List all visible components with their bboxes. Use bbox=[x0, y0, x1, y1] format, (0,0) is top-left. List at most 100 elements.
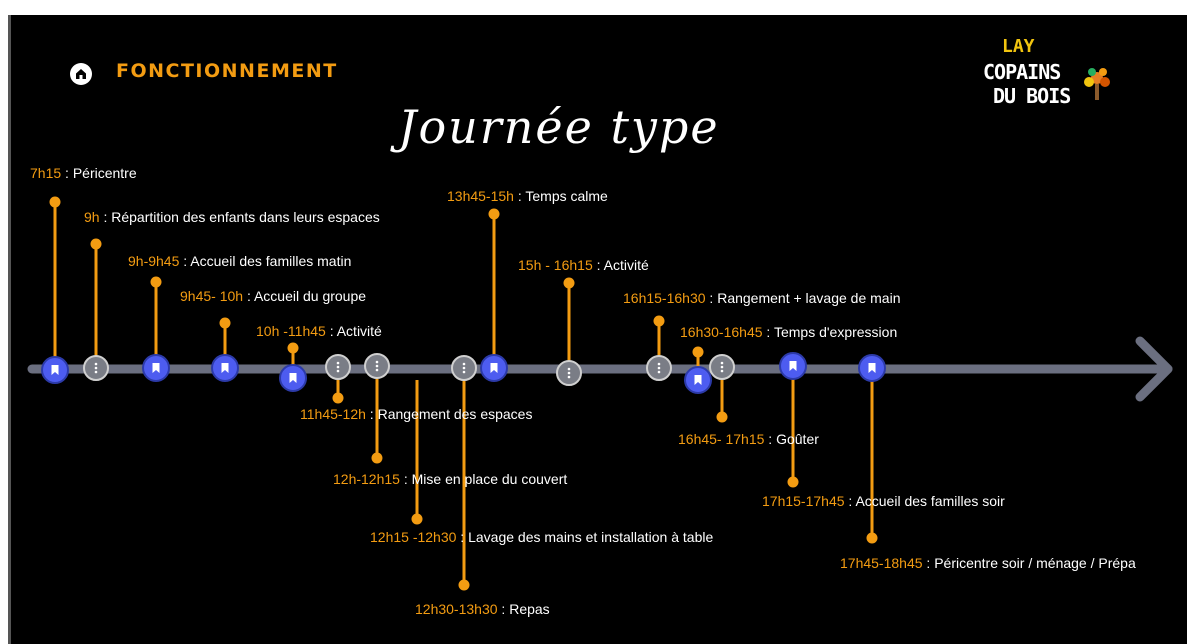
more-vertical-icon bbox=[462, 366, 466, 370]
event-label-11: 16h15-16h30 : Rangement + lavage de main bbox=[623, 289, 901, 307]
event-separator: : bbox=[399, 471, 412, 487]
event-dot-12 bbox=[692, 346, 704, 358]
event-time: 16h15-16h30 bbox=[623, 290, 706, 306]
event-dot-8 bbox=[458, 579, 470, 591]
more-vertical-icon bbox=[336, 369, 340, 373]
bookmark-icon bbox=[490, 363, 498, 373]
event-dot-6 bbox=[371, 452, 383, 464]
more-vertical-icon bbox=[336, 361, 340, 365]
event-dot-13 bbox=[716, 411, 728, 423]
logo-line2: COPAINS bbox=[983, 60, 1061, 84]
event-time: 16h30-16h45 bbox=[680, 324, 763, 340]
event-label-14: 17h15-17h45 : Accueil des familles soir bbox=[762, 492, 1005, 510]
event-dot-3 bbox=[219, 317, 231, 329]
event-text: Activité bbox=[603, 257, 649, 273]
event-dot-4 bbox=[287, 342, 299, 354]
more-vertical-icon bbox=[375, 360, 379, 364]
event-text: Rangement + lavage de main bbox=[717, 290, 901, 306]
more-vertical-icon bbox=[657, 366, 661, 370]
bookmark-icon bbox=[152, 363, 160, 373]
event-dot-0 bbox=[49, 196, 61, 208]
more-vertical-icon bbox=[567, 367, 571, 371]
logo-line1: LAY bbox=[1002, 36, 1035, 57]
event-separator: : bbox=[513, 188, 526, 204]
event-separator: : bbox=[844, 493, 856, 509]
event-time: 17h45-18h45 bbox=[840, 555, 923, 571]
event-label-10: 15h - 16h15 : Activité bbox=[518, 256, 649, 274]
event-separator: : bbox=[456, 529, 469, 545]
more-vertical-icon bbox=[94, 362, 98, 366]
event-label-2: 9h-9h45 : Accueil des familles matin bbox=[128, 252, 351, 270]
event-label-9: 13h45-15h : Temps calme bbox=[447, 187, 608, 205]
event-label-7: 12h15 -12h30 : Lavage des mains et insta… bbox=[370, 528, 713, 546]
slide-background bbox=[8, 15, 1187, 644]
bookmark-icon bbox=[694, 375, 702, 385]
home-icon[interactable] bbox=[70, 63, 92, 85]
event-text: Accueil des familles matin bbox=[190, 253, 352, 269]
event-dot-1 bbox=[90, 238, 102, 250]
page-title: Journée type bbox=[398, 100, 720, 154]
event-separator: : bbox=[179, 253, 191, 269]
event-dot-14 bbox=[787, 476, 799, 488]
more-vertical-icon bbox=[720, 361, 724, 365]
event-separator: : bbox=[497, 601, 510, 617]
event-text: Accueil du groupe bbox=[253, 288, 367, 304]
event-separator: : bbox=[922, 555, 935, 571]
more-vertical-icon bbox=[336, 365, 340, 369]
event-label-0: 7h15 : Péricentre bbox=[30, 164, 137, 182]
event-text: Lavage des mains et installation à table bbox=[468, 529, 714, 545]
bookmark-icon bbox=[51, 365, 59, 375]
more-vertical-icon bbox=[657, 362, 661, 366]
event-text: Goûter bbox=[776, 431, 819, 447]
event-label-3: 9h45- 10h : Accueil du groupe bbox=[180, 287, 366, 305]
bookmark-icon bbox=[289, 373, 297, 383]
event-time: 15h - 16h15 bbox=[518, 257, 593, 273]
event-time: 9h-9h45 bbox=[128, 253, 180, 269]
event-separator: : bbox=[243, 288, 254, 304]
event-separator: : bbox=[61, 165, 73, 181]
event-text: Péricentre soir / ménage / Prépa bbox=[934, 555, 1136, 571]
event-separator: : bbox=[99, 209, 112, 225]
more-vertical-icon bbox=[94, 366, 98, 370]
event-separator: : bbox=[325, 323, 337, 339]
logo: LAY COPAINS DU BOIS bbox=[975, 34, 1115, 134]
logo-line3: DU BOIS bbox=[993, 84, 1071, 108]
event-dot-5 bbox=[332, 392, 344, 404]
event-separator: : bbox=[762, 324, 774, 340]
bookmark-icon bbox=[868, 363, 876, 373]
more-vertical-icon bbox=[94, 370, 98, 374]
event-label-8: 12h30-13h30 : Repas bbox=[415, 600, 550, 618]
event-separator: : bbox=[705, 290, 718, 306]
event-text: Péricentre bbox=[72, 165, 137, 181]
event-time: 17h15-17h45 bbox=[762, 493, 845, 509]
more-vertical-icon bbox=[375, 364, 379, 368]
section-title: FONCTIONNEMENT bbox=[116, 60, 338, 82]
more-vertical-icon bbox=[720, 369, 724, 373]
event-dot-7 bbox=[411, 513, 423, 525]
more-vertical-icon bbox=[375, 368, 379, 372]
event-label-1: 9h : Répartition des enfants dans leurs … bbox=[84, 208, 380, 226]
event-time: 9h45- 10h bbox=[180, 288, 244, 304]
event-label-13: 16h45- 17h15 : Goûter bbox=[678, 430, 819, 448]
tree-icon bbox=[1084, 68, 1110, 100]
event-time: 10h -11h45 bbox=[256, 323, 326, 339]
more-vertical-icon bbox=[567, 371, 571, 375]
event-text: Temps calme bbox=[525, 188, 608, 204]
event-time: 13h45-15h bbox=[447, 188, 514, 204]
more-vertical-icon bbox=[567, 375, 571, 379]
event-dot-2 bbox=[150, 276, 162, 288]
more-vertical-icon bbox=[462, 370, 466, 374]
event-text: Repas bbox=[509, 601, 550, 617]
event-label-15: 17h45-18h45 : Péricentre soir / ménage /… bbox=[840, 554, 1136, 572]
event-dot-15 bbox=[866, 532, 878, 544]
event-dot-10 bbox=[563, 277, 575, 289]
event-time: 9h bbox=[84, 209, 100, 225]
event-separator: : bbox=[764, 431, 777, 447]
event-separator: : bbox=[365, 406, 378, 422]
event-time: 16h45- 17h15 bbox=[678, 431, 765, 447]
event-text: Mise en place du couvert bbox=[411, 471, 568, 487]
bookmark-icon bbox=[789, 361, 797, 371]
event-text: Activité bbox=[336, 323, 382, 339]
